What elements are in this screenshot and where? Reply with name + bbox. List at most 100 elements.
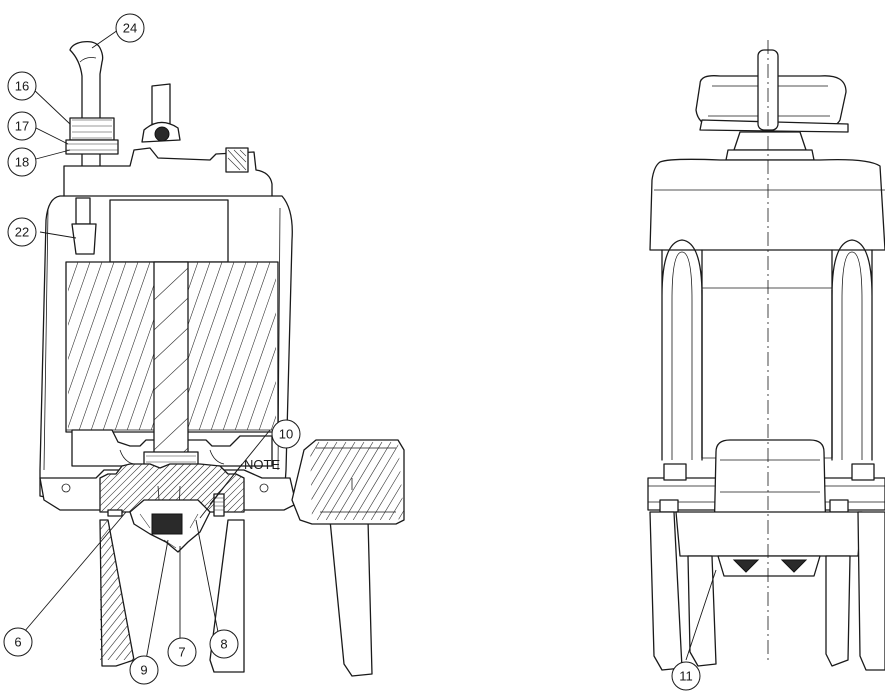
hatch-line (352, 442, 401, 520)
motor-body (701, 289, 833, 459)
hatch-line (219, 464, 244, 512)
svg-text:17: 17 (15, 119, 29, 134)
svg-text:10: 10 (279, 427, 293, 442)
svg-text:18: 18 (15, 155, 29, 170)
callouts: 24 16 17 18 22 10 6 9 7 8 11 NOTE (3, 13, 701, 691)
cutter-nut (151, 513, 183, 535)
hatch-line (68, 262, 115, 395)
hatch-line (68, 262, 79, 292)
hatch-line (114, 464, 164, 512)
callout-17: 17 (7, 111, 37, 141)
lug-right (829, 499, 849, 513)
bolt-left (663, 463, 687, 481)
svg-text:24: 24 (123, 21, 137, 36)
hatch-line (90, 262, 151, 430)
hatch-line (310, 442, 329, 520)
hatch-line (128, 464, 178, 512)
hatch-line (210, 262, 271, 430)
grommet (65, 139, 119, 155)
hatch-line (100, 520, 134, 660)
cord-fitting (69, 117, 115, 141)
callout-22: 22 (7, 217, 37, 247)
callout-24: 24 (115, 13, 145, 43)
hatch-line (100, 520, 134, 660)
hatch-line (78, 262, 139, 430)
hatch-line (100, 464, 136, 512)
callout-7: 7 (167, 637, 197, 667)
motor-housing (39, 195, 293, 501)
hatch-line (100, 520, 134, 660)
hatch-line (100, 520, 125, 660)
discharge-flange (291, 439, 405, 525)
leg-r4 (857, 511, 885, 671)
motor-cover (63, 147, 273, 197)
hatch-line (325, 442, 374, 520)
lug-left (659, 499, 679, 513)
hatch-line (343, 442, 392, 520)
hatch-line (7, 262, 67, 432)
leg-r1 (649, 511, 683, 671)
hatch-line (388, 442, 404, 520)
hatch-line (100, 464, 150, 512)
sectional-view (7, 40, 405, 677)
callout-10: 10 (271, 419, 301, 449)
hatch-line (233, 464, 244, 512)
hatch-line (68, 262, 103, 361)
switch-block (71, 223, 97, 255)
hatch-line (370, 442, 404, 520)
callout-16: 16 (7, 71, 37, 101)
bolt-right (851, 463, 875, 481)
svg-text:9: 9 (140, 663, 147, 678)
hatch-line (222, 278, 276, 430)
hatch-line (198, 262, 259, 430)
svg-text:22: 22 (15, 225, 29, 240)
leader-lines (23, 29, 717, 661)
leg-r3 (825, 555, 851, 667)
svg-text:6: 6 (14, 635, 21, 650)
hatch-line (310, 442, 338, 520)
hatch-line (100, 520, 134, 660)
hatch-line (100, 464, 129, 512)
lower-body (675, 511, 863, 557)
callout-18: 18 (7, 147, 37, 177)
switch-rod (75, 197, 91, 225)
callout-9: 9 (129, 655, 159, 685)
hatch-line (226, 464, 244, 512)
hatch-line (397, 442, 404, 520)
hatch-line (68, 262, 127, 429)
svg-text:8: 8 (220, 637, 227, 652)
leg-far (329, 519, 373, 677)
hatch-line (234, 312, 276, 430)
volute-screw (107, 509, 123, 517)
hatch-line (107, 464, 157, 512)
hatch-line (310, 442, 320, 520)
volute (99, 463, 245, 513)
handle-pin (154, 126, 170, 142)
bail-frame (661, 239, 703, 461)
callout-6: 6 (3, 627, 33, 657)
hatch-line (102, 520, 134, 660)
callout-11: 11 (671, 661, 701, 691)
hatch-line (316, 442, 365, 520)
hatch-line (334, 442, 383, 520)
svg-text:11: 11 (679, 669, 693, 684)
svg-text:7: 7 (178, 645, 185, 660)
hatch-line (68, 262, 91, 326)
note-label: NOTE (244, 457, 280, 472)
hatch-line (186, 262, 247, 430)
exterior-view (647, 40, 885, 671)
hatch-line (100, 464, 143, 512)
callout-8: 8 (209, 629, 239, 659)
hatch-line (310, 442, 356, 520)
cutter-underside (717, 555, 821, 577)
hatch-line (258, 381, 276, 430)
hatch-line (102, 262, 163, 430)
hatch-line (310, 442, 347, 520)
upper-body (649, 158, 885, 251)
hatch-line (246, 346, 276, 430)
hatch-line (121, 464, 171, 512)
capacitor (109, 199, 229, 263)
svg-text:16: 16 (15, 79, 29, 94)
